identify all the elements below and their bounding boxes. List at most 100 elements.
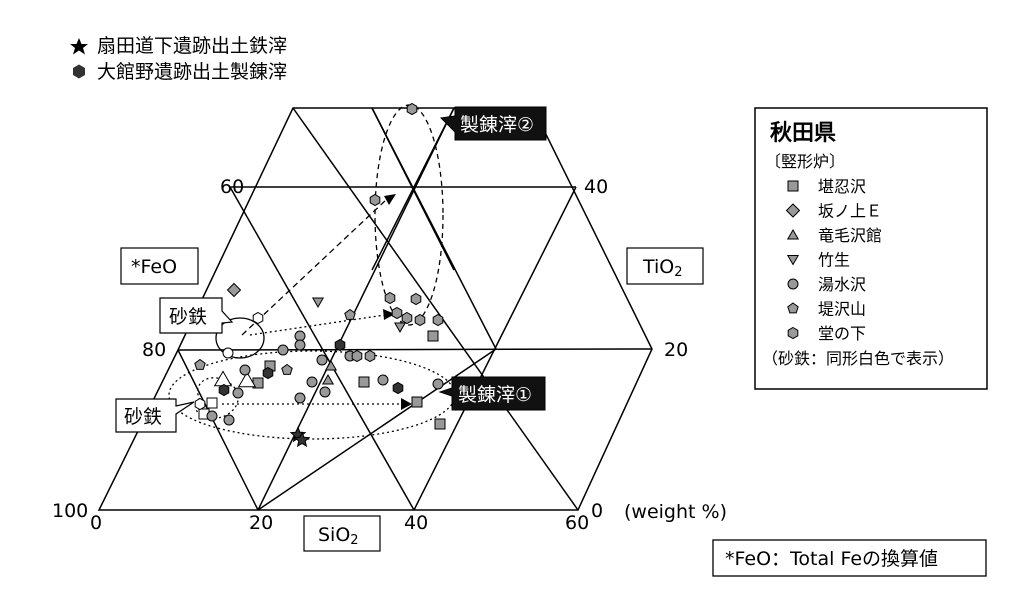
arrow-dashed-to-slag2: [241, 199, 387, 336]
ternary-grid: [97, 107, 653, 511]
left-tick-100: 100: [52, 500, 88, 522]
data-point-triangle-up-3-1: [324, 360, 338, 371]
dark-hexagon-icon: [73, 64, 85, 79]
left-tick-60: 60: [220, 176, 244, 198]
data-point-hexagon-9-5: [414, 313, 426, 327]
site-legend-item-label: 堤沢山: [818, 300, 866, 319]
data-point-circle-6-5: [316, 354, 328, 366]
slag1-dotted-ellipse: [168, 350, 456, 440]
site-legend-title: 秋田県: [770, 121, 836, 146]
data-point-triangle-up-4-1: [237, 371, 257, 388]
legend-hexagon-label: 大館野遺跡出土製錬滓: [97, 61, 287, 83]
data-point-circle-7-0: [222, 347, 234, 359]
data-point-hexagon-dark-11-1: [392, 381, 404, 395]
iron-sand-upper-callout: [159, 297, 234, 334]
iron-sand-lower-callout: [115, 398, 195, 433]
data-point-hexagon-9-3: [401, 311, 413, 325]
legend-triangle-up-icon: [786, 229, 800, 240]
left-tick-80: 80: [142, 339, 166, 361]
units-label: (weight %): [624, 501, 727, 523]
annotation-shapes: [168, 104, 456, 440]
site-legend-item-label: 坂ノ上Ｅ: [818, 202, 882, 221]
tio2-label-box: [626, 247, 704, 285]
data-point-circle-6-10: [432, 378, 444, 390]
slag1-callout-label: 製錬滓①: [458, 384, 532, 406]
data-point-square-1-0: [206, 397, 218, 409]
legend-pentagon-icon: [787, 302, 799, 314]
slag2-dashed-ellipse: [374, 104, 444, 326]
arrowhead-slag2: [384, 194, 396, 205]
data-point-hexagon-dark-11-2: [218, 383, 230, 397]
data-point-pentagon-8-2: [344, 308, 356, 320]
data-point-circle-6-7: [294, 392, 306, 404]
data-point-pentagon-8-1: [281, 363, 293, 375]
data-point-diamond-2-0: [226, 282, 242, 298]
data-markers: [194, 102, 446, 448]
footnote-text: *FeO：Total Feの換算値: [725, 548, 938, 570]
slag1-callout-box: [438, 376, 546, 411]
data-point-square-0-2: [358, 376, 370, 388]
site-legend-item-label: 竜毛沢館: [818, 226, 882, 245]
axis-labels: 100 80 60 0 20 40 0 20 40 60 (weight %) …: [52, 176, 727, 552]
data-point-hexagon-9-2: [384, 291, 396, 305]
site-legend-subtitle: 〔竪形炉〕: [765, 152, 845, 171]
legend-hexagon-icon: [787, 326, 799, 340]
slag2-callout-label: 製錬滓②: [460, 114, 534, 136]
feo-axis-label: *FeO: [131, 256, 177, 278]
data-point-hexagon-9-6: [432, 313, 444, 327]
sio2-label-box: [303, 515, 381, 552]
bottom-tick-20: 20: [249, 512, 273, 534]
bottom-tick-60: 60: [565, 512, 589, 534]
data-point-triangle-down-5-0: [311, 297, 325, 308]
callouts: 製錬滓② 製錬滓① 砂鉄 砂鉄: [115, 106, 547, 433]
slag2-callout-box: [439, 106, 547, 141]
sio2-axis-label: SiO2: [318, 524, 359, 548]
data-point-star-12-1: [293, 431, 311, 448]
data-point-circle-6-12: [223, 414, 235, 426]
right-tick-0: 0: [591, 500, 603, 522]
data-point-triangle-down-5-1: [393, 322, 407, 333]
data-point-square-0-3: [411, 396, 423, 408]
arrowhead-slag1: [401, 398, 412, 410]
data-point-hexagon-dark-11-0: [334, 338, 346, 352]
feo-label-box: [120, 247, 199, 285]
legend-square-icon: [787, 180, 799, 192]
data-point-circle-6-9: [377, 374, 389, 386]
arrowhead-mid: [383, 309, 395, 320]
data-point-circle-6-4: [306, 376, 318, 388]
data-point-hexagon-dark-11-3: [262, 366, 274, 380]
legend-circle-icon: [787, 278, 799, 290]
iron-sand-lower-label: 砂鉄: [124, 406, 162, 428]
data-point-hexagon-9-9: [364, 349, 376, 363]
footnote-frame: [712, 539, 987, 577]
right-tick-40: 40: [584, 176, 608, 198]
data-point-circle-6-0: [239, 364, 251, 376]
data-point-square-0-5: [434, 418, 446, 430]
arrow-dotted-mid: [249, 314, 386, 336]
data-point-hexagon-9-0: [406, 102, 418, 116]
bottom-tick-0: 0: [90, 512, 102, 534]
tio2-axis-label: TiO2: [642, 256, 683, 280]
star-icon: [70, 38, 88, 55]
data-point-hexagon-9-1: [369, 193, 381, 207]
data-point-hexagon-10-0: [252, 311, 264, 325]
data-point-triangle-up-3-0: [321, 374, 335, 385]
data-point-circle-6-1: [277, 344, 289, 356]
data-point-circle-6-11: [206, 410, 218, 422]
bottom-tick-40: 40: [404, 512, 428, 534]
site-legend-item-label: 湯水沢: [818, 275, 866, 294]
data-point-square-0-4: [427, 330, 439, 342]
right-tick-20: 20: [664, 339, 688, 361]
data-point-hexagon-9-4: [410, 292, 422, 306]
footnote-box: *FeO：Total Feの換算値: [712, 539, 987, 577]
legend-star-label: 扇田道下遺跡出土鉄滓: [97, 35, 287, 57]
iron-sand-dotted-loop: [195, 377, 239, 419]
data-point-circle-6-13: [232, 387, 244, 399]
data-point-pentagon-8-0: [194, 358, 206, 370]
top-legend: 扇田道下遺跡出土鉄滓 大館野遺跡出土製錬滓: [70, 35, 287, 83]
site-legend-frame: [754, 107, 988, 390]
site-legend-footer: （砂鉄：同形白色で表示）: [762, 349, 954, 368]
